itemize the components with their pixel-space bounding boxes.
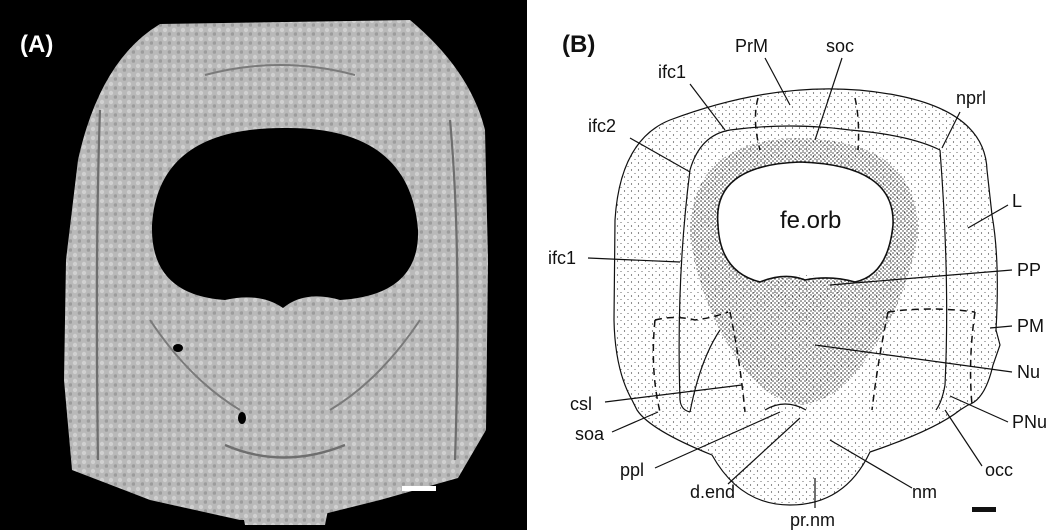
label-nm: nm <box>912 482 937 502</box>
label-pm: PM <box>1017 316 1044 336</box>
label-pnu: PNu <box>1012 412 1047 432</box>
specimen-posterior-process <box>240 500 330 525</box>
scale-bar-a <box>402 486 436 491</box>
label-occ: occ <box>985 460 1013 480</box>
label-soc: soc <box>826 36 854 56</box>
label-ifc1-left: ifc1 <box>548 248 576 268</box>
panel-a: (A) <box>0 0 527 530</box>
label-d-end: d.end <box>690 482 735 502</box>
label-csl: csl <box>570 394 592 414</box>
label-pr-nm: pr.nm <box>790 510 835 530</box>
scale-bar-b <box>972 507 996 512</box>
label-nprl: nprl <box>956 88 986 108</box>
label-l: L <box>1012 191 1022 211</box>
label-ifc1-top: ifc1 <box>658 62 686 82</box>
panel-b-letter: (B) <box>562 31 595 58</box>
label-ifc2: ifc2 <box>588 116 616 136</box>
label-soa: soa <box>575 424 605 444</box>
panel-a-letter: (A) <box>20 31 53 58</box>
label-fe-orb: fe.orb <box>780 207 841 234</box>
damage-spot <box>238 412 246 424</box>
label-nu: Nu <box>1017 362 1040 382</box>
damage-spot <box>173 344 183 352</box>
label-prm: PrM <box>735 36 768 56</box>
label-ppl: ppl <box>620 460 644 480</box>
panel-b: (B) PrM soc ifc1 nprl ifc2 L fe.orb ifc1… <box>527 0 1063 530</box>
label-pp: PP <box>1017 260 1041 280</box>
